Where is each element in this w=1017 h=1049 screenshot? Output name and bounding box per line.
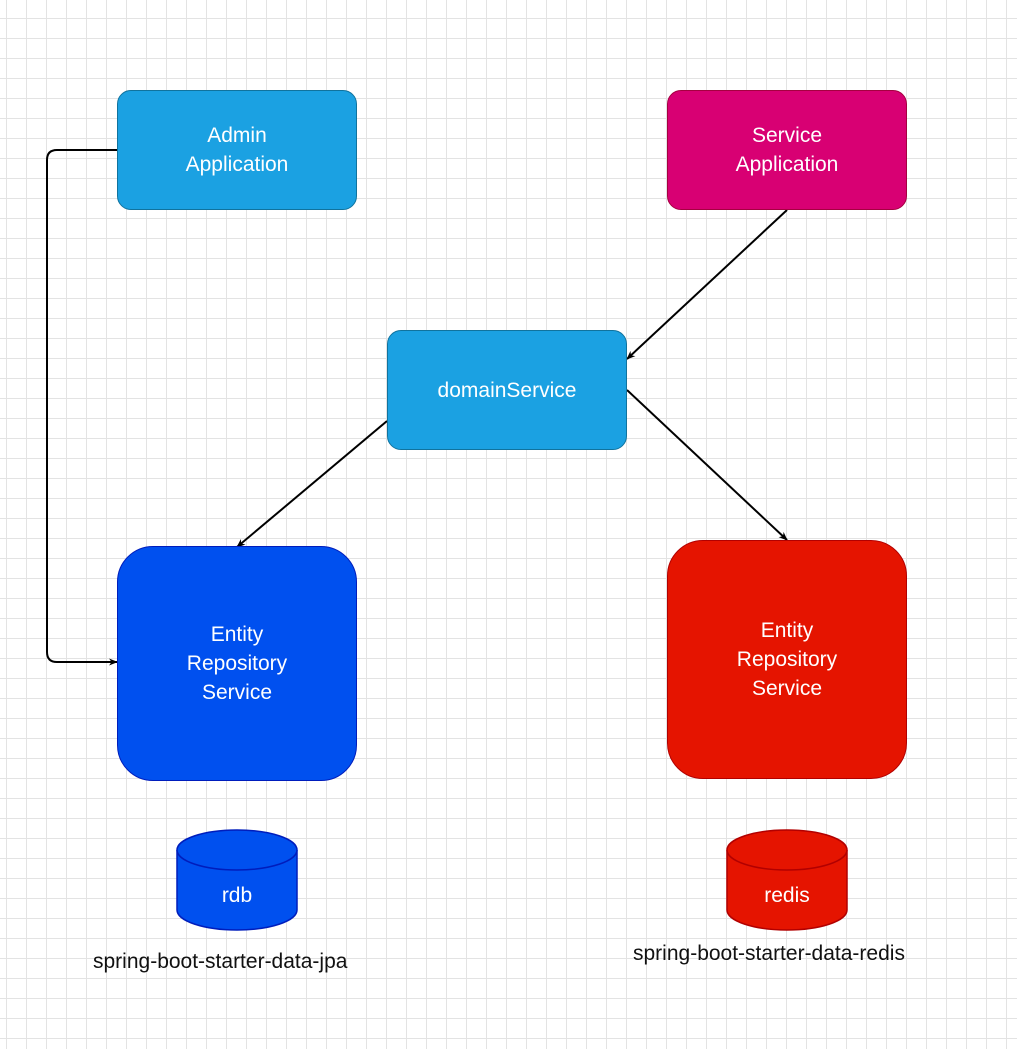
rdb-label: rdb	[222, 884, 252, 907]
jpa-entity-repository-service-node[interactable]: Entity Repository Service	[117, 546, 357, 781]
edge-service-to-domain-service	[626, 209, 788, 360]
domain-service-label: domainService	[437, 378, 577, 402]
edge-admin-to-jpa-repository	[46, 149, 118, 666]
edge-domain-to-redis-repository	[626, 389, 788, 541]
domain-service-node[interactable]: domainService	[387, 330, 627, 450]
admin-application-node[interactable]: Admin Application	[117, 90, 357, 210]
redis-label: redis	[764, 884, 810, 907]
edge-domain-to-jpa-repository	[236, 420, 388, 548]
jpa-entity-repository-service-label: Entity Repository Service	[186, 623, 288, 704]
redis-entity-repository-service-node[interactable]: Entity Repository Service	[667, 540, 907, 779]
jpa-starter-caption: spring-boot-starter-data-jpa	[93, 950, 348, 973]
service-application-label: Service Application	[735, 124, 839, 176]
redis-starter-caption: spring-boot-starter-data-redis	[633, 942, 905, 965]
admin-application-label: Admin Application	[185, 124, 289, 176]
redis-entity-repository-service-label: Entity Repository Service	[736, 619, 838, 700]
service-application-node[interactable]: Service Application	[667, 90, 907, 210]
redis-database-icon: redis	[726, 829, 848, 931]
rdb-database-icon: rdb	[176, 829, 298, 931]
